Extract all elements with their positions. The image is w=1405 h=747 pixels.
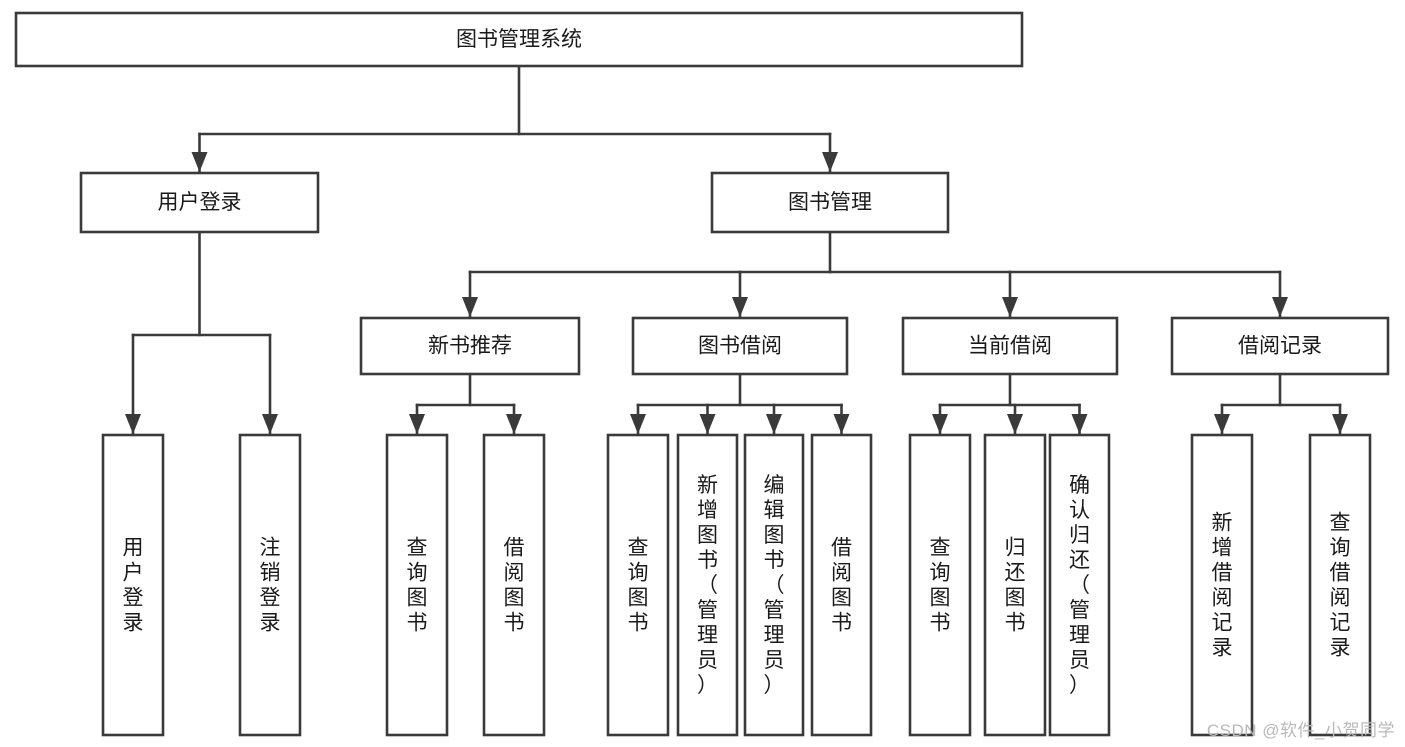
node-root[interactable]: 图书管理系统 — [14, 11, 1024, 68]
arrow-head-icon — [1007, 414, 1023, 434]
node-book-borrow[interactable]: 图书借阅 — [631, 316, 849, 376]
node-borrow-query-book[interactable]: 查询图书 — [606, 433, 670, 737]
node-layer: 图书管理系统用户登录图书管理用户登录注销登录新书推荐查询图书借阅图书图书借阅查询… — [14, 11, 1390, 737]
node-current-return-book[interactable]: 归还图书 — [983, 433, 1047, 737]
node-box — [238, 433, 302, 737]
node-box — [983, 433, 1047, 737]
arrow-head-icon — [766, 414, 782, 434]
node-box — [385, 433, 449, 737]
node-box — [901, 316, 1119, 376]
node-box — [14, 11, 1024, 68]
arrow-head-icon — [462, 297, 478, 317]
node-label: 确认归还（管理员） — [1069, 474, 1090, 697]
node-borrow-record[interactable]: 借阅记录 — [1170, 316, 1390, 376]
node-label: 查询图书 — [930, 537, 951, 635]
arrow-head-icon — [125, 414, 141, 434]
arrow-head-icon — [262, 414, 278, 434]
arrow-head-icon — [699, 414, 716, 434]
node-box — [606, 433, 670, 737]
node-label: 新增借阅记录 — [1212, 512, 1233, 660]
node-box — [1190, 433, 1254, 737]
node-box — [101, 433, 165, 737]
node-box — [631, 316, 849, 376]
arrow-head-icon — [833, 414, 850, 434]
connector-layer — [125, 64, 1348, 435]
node-box — [1048, 433, 1111, 737]
node-borrow-edit-book[interactable]: 编辑图书（管理员） — [743, 433, 805, 737]
node-label: 借阅图书 — [831, 537, 852, 635]
node-label: 编辑图书（管理员） — [764, 474, 785, 697]
node-current-query-book[interactable]: 查询图书 — [908, 433, 972, 737]
arrow-head-icon — [1332, 414, 1348, 434]
arrow-head-icon — [932, 414, 948, 434]
node-recommend-query-book[interactable]: 查询图书 — [385, 433, 449, 737]
node-recommend-borrow-book[interactable]: 借阅图书 — [482, 433, 546, 737]
node-current-confirm-return[interactable]: 确认归还（管理员） — [1048, 433, 1111, 737]
node-box — [1170, 316, 1390, 376]
node-label: 查询图书 — [628, 537, 649, 635]
arrow-head-icon — [506, 414, 522, 434]
node-label: 注销登录 — [260, 537, 281, 635]
arrow-head-icon — [1214, 414, 1230, 434]
node-box — [676, 433, 739, 737]
node-label: 用户登录 — [123, 537, 144, 635]
node-label: 图书管理 — [788, 191, 872, 214]
node-label: 查询图书 — [407, 537, 428, 635]
node-borrow-add-book[interactable]: 新增图书（管理员） — [676, 433, 739, 737]
node-box — [710, 171, 950, 234]
node-new-book-recommend[interactable]: 新书推荐 — [359, 316, 581, 376]
arrow-head-icon — [1002, 297, 1018, 317]
node-box — [908, 433, 972, 737]
node-label: 借阅图书 — [504, 537, 525, 635]
arrow-head-icon — [191, 152, 208, 172]
node-label: 查询借阅记录 — [1330, 512, 1351, 660]
node-user-login[interactable]: 用户登录 — [79, 171, 320, 234]
node-label: 借阅记录 — [1238, 335, 1322, 358]
node-current-borrow[interactable]: 当前借阅 — [901, 316, 1119, 376]
arrow-head-icon — [1272, 297, 1288, 317]
arrow-head-icon — [409, 414, 425, 434]
arrow-head-icon — [732, 297, 748, 317]
arrow-head-icon — [822, 152, 838, 172]
node-label: 当前借阅 — [968, 335, 1052, 358]
node-box — [359, 316, 581, 376]
node-label: 图书借阅 — [698, 335, 782, 358]
node-record-query[interactable]: 查询借阅记录 — [1308, 433, 1372, 737]
node-label: 归还图书 — [1005, 537, 1026, 635]
node-label: 用户登录 — [158, 191, 242, 214]
node-box — [743, 433, 805, 737]
arrow-head-icon — [1071, 414, 1088, 434]
node-box — [810, 433, 873, 737]
node-box — [79, 171, 320, 234]
node-user-login-do[interactable]: 用户登录 — [101, 433, 165, 737]
node-borrow-borrow-book[interactable]: 借阅图书 — [810, 433, 873, 737]
node-label: 新书推荐 — [428, 335, 512, 358]
node-box — [482, 433, 546, 737]
node-label: 新增图书（管理员） — [697, 474, 718, 697]
node-box — [1308, 433, 1372, 737]
node-user-logout[interactable]: 注销登录 — [238, 433, 302, 737]
arrow-head-icon — [630, 414, 646, 434]
node-label: 图书管理系统 — [456, 28, 582, 51]
node-book-manage[interactable]: 图书管理 — [710, 171, 950, 234]
node-record-add[interactable]: 新增借阅记录 — [1190, 433, 1254, 737]
